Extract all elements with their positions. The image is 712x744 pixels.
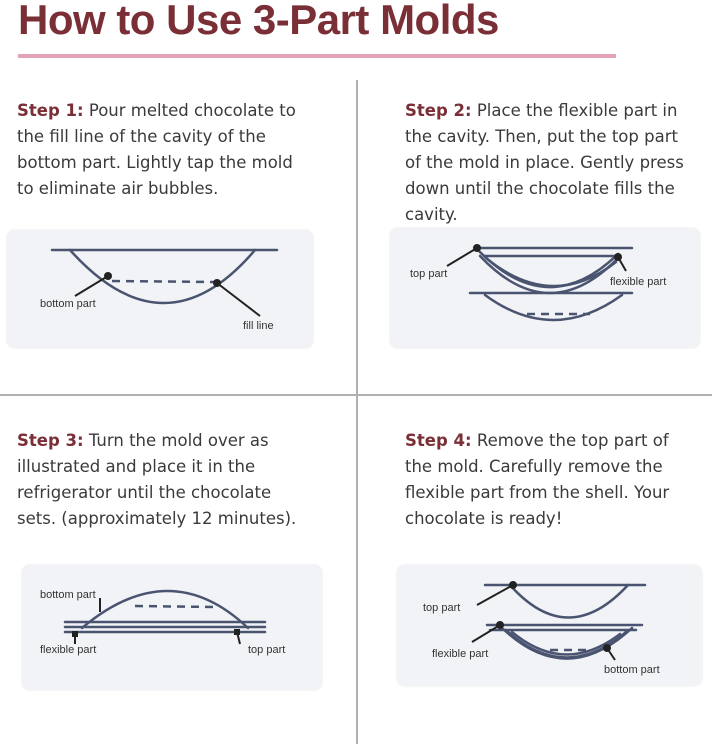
step-4-text: Step 4: Remove the top part of the mold.… — [405, 428, 700, 532]
step-1-text: Step 1: Pour melted chocolate to the fil… — [17, 98, 307, 202]
step-1-diagram-box — [7, 230, 313, 348]
step-2-text: Step 2: Place the flexible part in the c… — [405, 98, 695, 228]
step-4-label: Step 4: — [405, 431, 472, 450]
horizontal-divider — [0, 394, 712, 396]
vertical-divider — [356, 80, 358, 744]
step-4-diagram-box — [397, 565, 702, 686]
title-underline — [18, 54, 616, 58]
step-1-description: Pour melted chocolate to the fill line o… — [17, 101, 296, 198]
step-2-label: Step 2: — [405, 101, 472, 120]
step-3-diagram-box — [22, 565, 322, 690]
page-title: How to Use 3-Part Molds — [18, 0, 499, 43]
step-1-label: Step 1: — [17, 101, 84, 120]
step-4-description: Remove the top part of the mold. Careful… — [405, 431, 670, 528]
step-3-text: Step 3: Turn the mold over as illustrate… — [17, 428, 307, 532]
step-2-description: Place the flexible part in the cavity. T… — [405, 101, 684, 224]
step-3-label: Step 3: — [17, 431, 84, 450]
step-2-diagram-box — [390, 228, 700, 348]
step-3-description: Turn the mold over as illustrated and pl… — [17, 431, 297, 528]
